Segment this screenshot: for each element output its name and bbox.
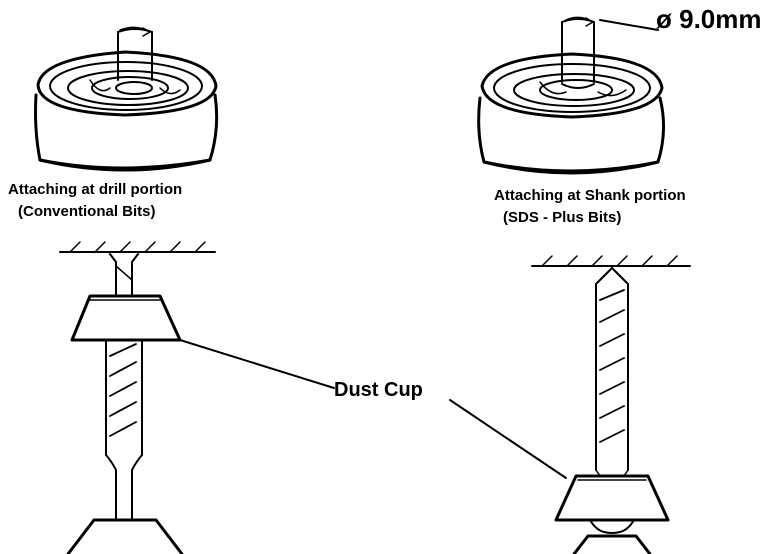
diameter-value: 9.0mm bbox=[679, 4, 762, 34]
diameter-label: ø 9.0mm bbox=[656, 6, 762, 32]
dust-cup-top-left-illustration bbox=[36, 27, 217, 170]
caption-right-line1: Attaching at Shank portion bbox=[494, 187, 686, 204]
assembly-bottom-right-illustration bbox=[532, 256, 690, 554]
caption-left-line2: (Conventional Bits) bbox=[18, 203, 156, 220]
dust-cup-leader-lines bbox=[180, 340, 566, 478]
caption-right-line2: (SDS - Plus Bits) bbox=[503, 209, 622, 226]
assembly-bottom-left-illustration bbox=[60, 242, 215, 554]
dust-cup-callout: Dust Cup bbox=[334, 379, 423, 401]
caption-left-line1: Attaching at drill portion bbox=[8, 181, 183, 198]
diameter-symbol: ø bbox=[656, 4, 672, 34]
dust-cup-top-right-illustration bbox=[479, 17, 664, 173]
